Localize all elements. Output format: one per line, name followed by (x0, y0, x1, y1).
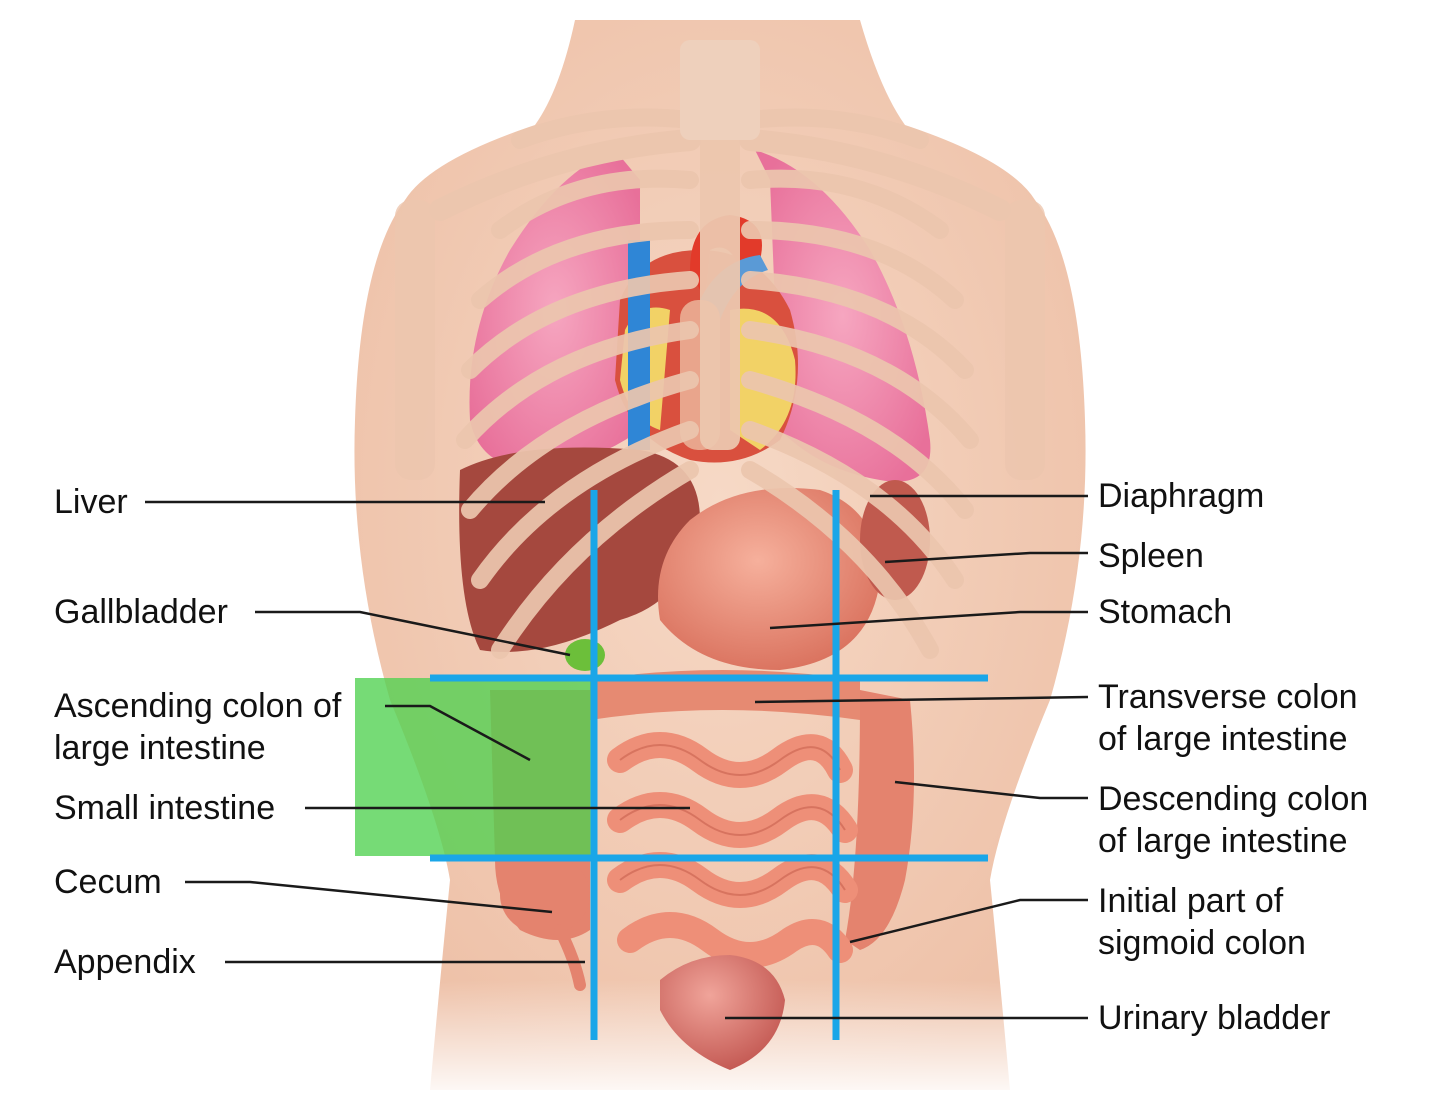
humerus-bones (395, 200, 1045, 480)
sternum (700, 110, 740, 450)
label-appendix: Appendix (54, 943, 196, 981)
leader-spleen (884, 551, 1088, 564)
appendix (554, 924, 586, 991)
transverse-colon (590, 670, 860, 720)
label-cecum: Cecum (54, 863, 162, 901)
label-gallbladder: Gallbladder (54, 593, 228, 631)
cecum (500, 855, 590, 935)
leader-descending-colon (894, 780, 1088, 800)
label-small-intestine: Small intestine (54, 789, 276, 827)
leader-gallbladder (255, 610, 571, 657)
leader-sigmoid-colon (849, 898, 1088, 944)
label-sigmoid-colon: Initial part of sigmoid colon (1098, 882, 1306, 962)
label-stomach: Stomach (1098, 593, 1233, 631)
leader-cecum (185, 880, 553, 914)
leader-transverse-colon (754, 695, 1089, 704)
leader-ascending-colon (385, 704, 531, 762)
leader-lines (145, 494, 1089, 1020)
abdominal-region-grid (430, 490, 988, 1040)
clavicles (429, 129, 1011, 221)
highlighted-region (355, 678, 592, 856)
label-urinary-bladder: Urinary bladder (1098, 999, 1331, 1037)
descending-colon (845, 690, 914, 950)
leader-stomach (769, 610, 1088, 630)
label-spleen: Spleen (1098, 537, 1204, 575)
label-liver: Liver (54, 483, 128, 521)
label-transverse-colon: Transverse colon of large intestine (1098, 678, 1358, 758)
urinary-bladder (660, 955, 785, 1070)
trachea (680, 40, 760, 140)
label-descending-colon: Descending colon of large intestine (1098, 780, 1369, 860)
label-diaphragm: Diaphragm (1098, 477, 1265, 515)
gallbladder (565, 639, 605, 671)
label-ascending-colon: Ascending colon of large intestine (54, 687, 342, 767)
rib-cage (456, 108, 979, 659)
